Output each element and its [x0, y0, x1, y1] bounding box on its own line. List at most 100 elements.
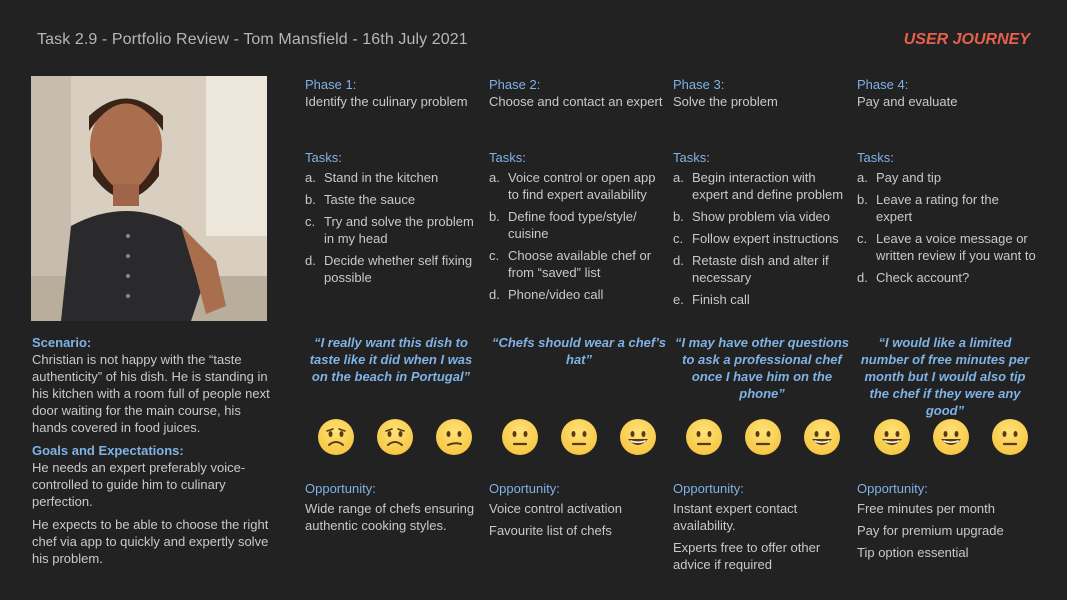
task-text: Begin interaction with expert and define…	[692, 170, 844, 202]
tasks-label: Tasks:	[673, 150, 710, 165]
phase-name: Choose and contact an expert	[489, 94, 663, 109]
phase-3-opportunity: Opportunity: Instant expert contact avai…	[673, 480, 853, 578]
worried-face-icon	[317, 418, 355, 456]
task-item: d. Retaste dish and alter if necessary	[673, 252, 853, 286]
opportunity-item: Favourite list of chefs	[489, 523, 612, 538]
task-letter: d.	[673, 253, 684, 268]
phase-2-quote: “Chefs should wear a chef’s hat”	[491, 335, 667, 367]
confused-face-icon	[435, 418, 473, 456]
task-text: Leave a voice message or written review …	[876, 231, 1036, 263]
tasks-label: Tasks:	[857, 150, 894, 165]
task-letter: b.	[305, 192, 316, 207]
task-list: a. Stand in the kitchen b. Taste the sauce…	[305, 169, 485, 286]
task-text: Define food type/style/ cuisine	[508, 209, 637, 241]
opportunity-item: Instant expert contact availability.	[673, 501, 798, 533]
task-item: a.Voice control or open app to find expe…	[489, 169, 669, 203]
neutral-face-icon	[991, 418, 1029, 456]
phase-4-opportunity: Opportunity: Free minutes per month Pay …	[857, 480, 1037, 566]
task-letter: d.	[489, 287, 500, 302]
task-list: a.Voice control or open app to find expe…	[489, 169, 669, 303]
phase-1-opportunity: Opportunity: Wide range of chefs ensurin…	[305, 480, 485, 539]
task-item: d. Phone/video call	[489, 286, 669, 303]
opportunity-item: Voice control activation	[489, 501, 622, 516]
task-list: a. Begin interaction with expert and defi…	[673, 169, 853, 308]
task-text: Check account?	[876, 270, 970, 285]
opportunity-label: Opportunity:	[673, 481, 744, 496]
task-text: Leave a rating for the expert	[876, 192, 999, 224]
task-text: Show problem via video	[692, 209, 831, 224]
task-text: Retaste dish and alter if necessary	[692, 253, 829, 285]
task-letter: c.	[857, 231, 868, 246]
task-item: a. Pay and tip	[857, 169, 1037, 186]
phase-1: Phase 1: Identify the culinary problem T…	[305, 76, 485, 291]
phase-4-quote: “I would like a limited number of free m…	[860, 335, 1030, 418]
phase-3: Phase 3: Solve the problem Tasks: a.Begi…	[673, 76, 853, 313]
opportunity-label: Opportunity:	[489, 481, 560, 496]
task-letter: c.	[489, 248, 500, 263]
goal-item: He needs an expert preferably voice-cont…	[32, 460, 246, 509]
grinning-face-icon	[619, 418, 657, 456]
task-text: Pay and tip	[876, 170, 942, 185]
task-letter: c.	[673, 231, 684, 246]
grinning-face-icon	[803, 418, 841, 456]
phase-label: Phase 3:	[673, 77, 725, 92]
opportunity-item: Experts free to offer other advice if re…	[673, 540, 821, 572]
task-text: Stand in the kitchen	[324, 170, 439, 185]
phase-3-quote: “I may have other questions to ask a pro…	[674, 335, 850, 401]
opportunity-label: Opportunity:	[857, 481, 928, 496]
grinning-face-icon	[932, 418, 970, 456]
task-text: Decide whether self fixing possible	[324, 253, 473, 285]
task-letter: b.	[489, 209, 500, 224]
opportunity-label: Opportunity:	[305, 481, 376, 496]
task-text: Phone/video call	[508, 287, 604, 302]
phase-2-opportunity: Opportunity: Voice control activation Fa…	[489, 480, 669, 544]
task-item: b. Define food type/style/ cuisine	[489, 208, 669, 242]
phase-label: Phase 4:	[857, 77, 909, 92]
task-letter: a.	[857, 170, 868, 185]
task-text: Try and solve the problem in my head	[324, 214, 474, 246]
task-text: Follow expert instructions	[692, 231, 839, 246]
persona-photo	[31, 76, 267, 321]
phase-name: Identify the culinary problem	[305, 94, 468, 109]
task-letter: a.	[673, 170, 684, 185]
task-item: b. Show problem via video	[673, 208, 853, 225]
opportunity-item: Pay for premium upgrade	[857, 523, 1004, 538]
neutral-face-icon	[744, 418, 782, 456]
task-letter: e.	[673, 292, 684, 307]
task-item: c. Follow expert instructions	[673, 230, 853, 247]
task-text: Choose available chef or from “saved” li…	[508, 248, 652, 280]
worried-face-icon	[376, 418, 414, 456]
goal-item: He expects to be able to choose the righ…	[32, 517, 269, 566]
scenario-heading: Scenario:	[32, 335, 92, 350]
task-text: Taste the sauce	[324, 192, 416, 207]
opportunity-item: Wide range of chefs ensuring authentic c…	[305, 501, 475, 533]
phase-name: Pay and evaluate	[857, 94, 958, 109]
neutral-face-icon	[560, 418, 598, 456]
page-title: Task 2.9 - Portfolio Review - Tom Mansfi…	[37, 31, 468, 48]
task-letter: b.	[857, 192, 868, 207]
task-text: Finish call	[692, 292, 750, 307]
task-item: d.Decide whether self fixing possible	[305, 252, 485, 286]
grinning-face-icon	[873, 418, 911, 456]
neutral-face-icon	[501, 418, 539, 456]
task-item: d. Check account?	[857, 269, 1037, 286]
task-item: a. Begin interaction with expert and defi…	[673, 169, 853, 203]
task-item: a. Stand in the kitchen	[305, 169, 485, 186]
scenario-text: Christian is not happy with the “taste a…	[32, 352, 270, 435]
task-text: Voice control or open app to find expert…	[508, 170, 656, 202]
task-letter: a.	[305, 170, 316, 185]
task-item: c.Try and solve the problem in my head	[305, 213, 485, 247]
phase-1-quote: “I really want this dish to taste like i…	[309, 335, 473, 384]
phase-2: Phase 2: Choose and contact an expert Ta…	[489, 76, 669, 308]
user-journey-label: USER JOURNEY	[903, 31, 1030, 48]
task-letter: d.	[857, 270, 868, 285]
phase-4: Phase 4: Pay and evaluate Tasks: a. Pay a…	[857, 76, 1037, 291]
goals-heading: Goals and Expectations:	[32, 443, 184, 458]
tasks-label: Tasks:	[489, 150, 526, 165]
task-letter: b.	[673, 209, 684, 224]
tasks-label: Tasks:	[305, 150, 342, 165]
task-item: b. Leave a rating for the expert	[857, 191, 1037, 225]
opportunity-item: Tip option essential	[857, 545, 969, 560]
persona-sidebar: Scenario: Christian is not happy with th…	[32, 334, 272, 573]
neutral-face-icon	[685, 418, 723, 456]
